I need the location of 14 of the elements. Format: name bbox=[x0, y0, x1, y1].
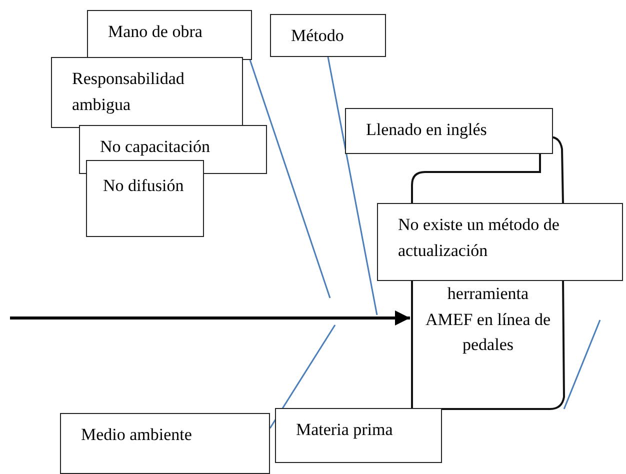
category-box: Método bbox=[270, 14, 386, 57]
cause-box: Llenado en inglés bbox=[345, 108, 553, 154]
bone-line bbox=[327, 56, 378, 316]
arrow bbox=[10, 310, 410, 326]
category-box: Materia prima bbox=[275, 408, 442, 463]
bone-line bbox=[249, 60, 331, 298]
cause-box: No difusión bbox=[86, 160, 204, 237]
bone-line bbox=[269, 324, 336, 429]
bone-line bbox=[563, 320, 601, 410]
cause-box: Responsabilidad ambigua bbox=[51, 57, 243, 128]
category-box: Medio ambiente bbox=[60, 413, 270, 474]
effect-box: herramienta AMEF en línea de pedales bbox=[410, 279, 568, 411]
cause-box: No existe un método de actualización bbox=[377, 203, 623, 281]
category-box: Mano de obra bbox=[87, 10, 252, 60]
